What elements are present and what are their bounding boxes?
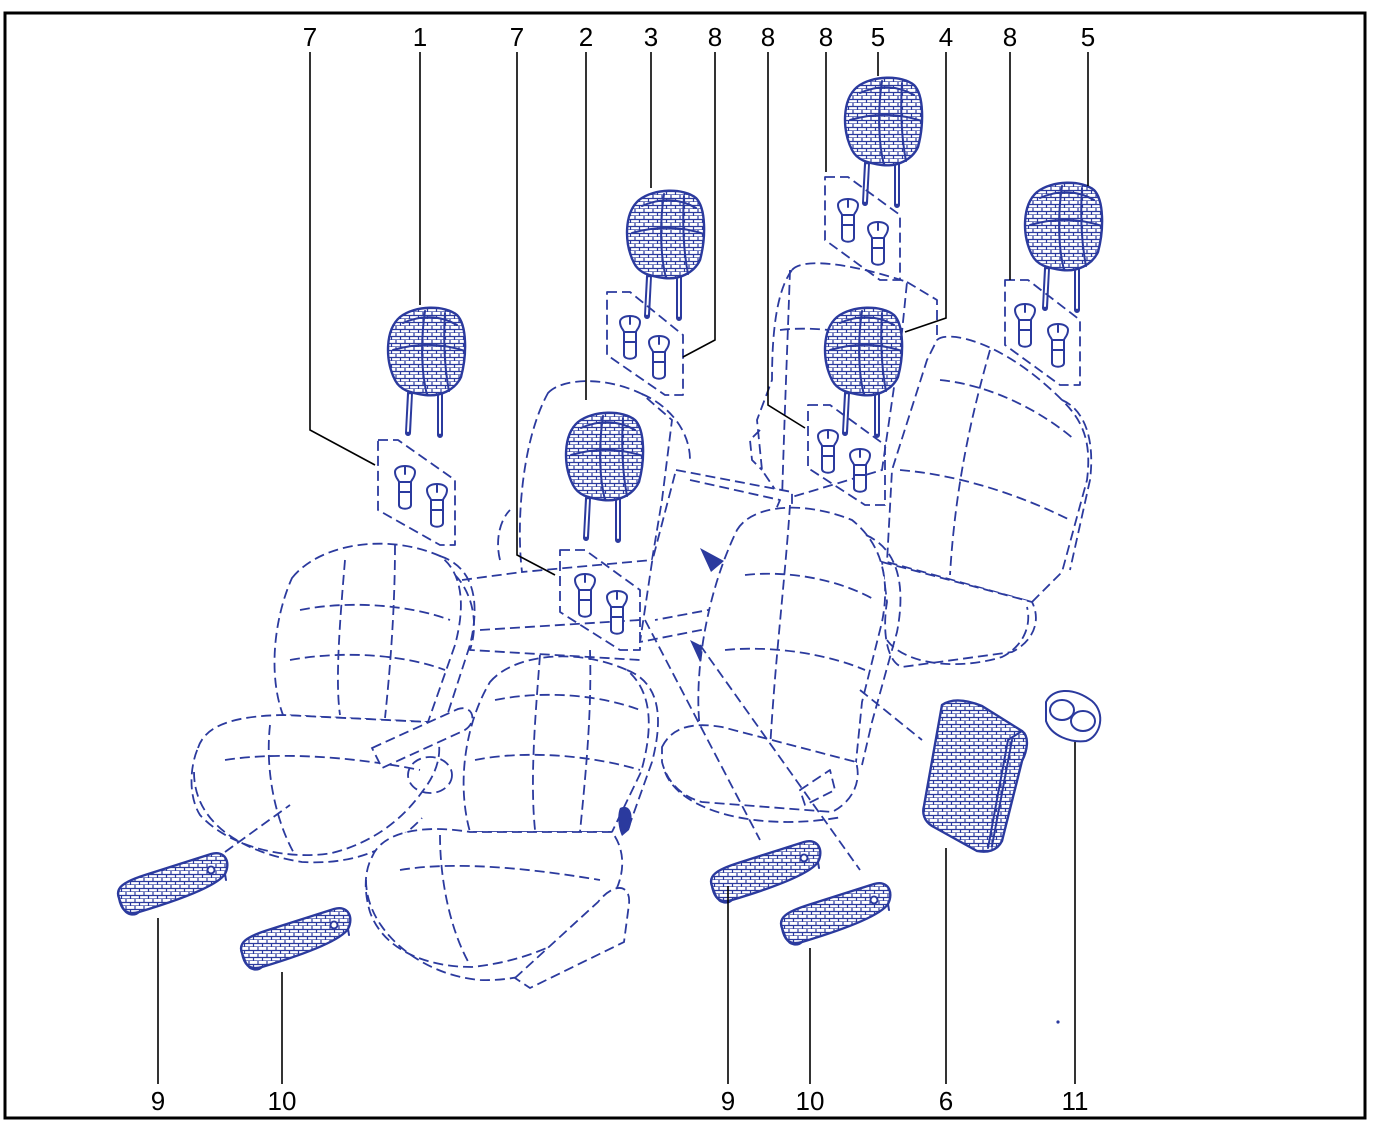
- armrest-pad-face: [922, 699, 1029, 853]
- callout-label: 5: [871, 22, 885, 52]
- side-trim-10-right: [779, 882, 892, 946]
- side-trim-9-left: [116, 852, 229, 916]
- front-left-backrest: [273, 542, 462, 723]
- callout-label: 7: [510, 22, 524, 52]
- callout-label: 8: [1003, 22, 1017, 52]
- headrest-rear-right: [1025, 183, 1102, 310]
- headrest-guide: [606, 590, 628, 635]
- headrest-guide: [837, 198, 859, 243]
- callout-label: 10: [268, 1086, 297, 1116]
- headrest-guide: [849, 448, 871, 493]
- front-right-adjuster-lever: [618, 806, 632, 836]
- front-left-recliner-knob: [407, 756, 453, 794]
- headrest-guide: [817, 429, 839, 474]
- assembly-link-line: [224, 804, 291, 853]
- leader-line: [767, 52, 806, 429]
- callouts-top: 7 1 7 2 3 8 8 8 5 4 8 5: [303, 22, 1095, 52]
- leader-lines-top: [309, 52, 1089, 576]
- headrest-guide: [574, 573, 596, 618]
- callout-label: 11: [1062, 1086, 1089, 1116]
- guide-box: [606, 291, 684, 396]
- armrest-pad-6: [922, 699, 1029, 853]
- leader-lines-bottom: [157, 742, 1076, 1084]
- headrest-guide: [394, 465, 416, 510]
- rear-bench-cushion-front: [886, 606, 1030, 666]
- guide-box: [824, 176, 901, 281]
- headrest-front-left: [388, 308, 465, 435]
- rear-right-cushion-front: [664, 771, 843, 823]
- side-trim-10-left: [239, 907, 352, 971]
- headrest-guide: [867, 221, 889, 266]
- callout-label: 2: [579, 22, 593, 52]
- front-right-cushion-lines: [365, 834, 613, 981]
- guide-pair-front-left: [377, 439, 456, 546]
- leader-line: [904, 52, 947, 333]
- armrest-pad-edge: [987, 730, 1023, 849]
- rear-bench-cushion: [880, 560, 1037, 668]
- rear-right-backrest-lines: [724, 504, 902, 766]
- front-right-backrest: [462, 655, 650, 833]
- rear-bench-right-backrest-lines: [899, 349, 1093, 576]
- direction-arrow-icon: [690, 640, 712, 662]
- front-armrest: [370, 707, 474, 770]
- guide-pair-rear-right: [1004, 279, 1081, 386]
- diagram-frame: [3, 11, 1367, 1120]
- callouts-bottom: 9 10 9 10 6 11: [151, 1086, 1089, 1116]
- callout-label: 9: [721, 1086, 735, 1116]
- leader-line: [309, 52, 376, 466]
- console-inner: [654, 479, 781, 621]
- guide-box: [1004, 279, 1081, 386]
- callout-label: 4: [939, 22, 953, 52]
- front-left-backrest-lines: [289, 544, 476, 723]
- guide-box: [807, 404, 886, 506]
- front-left-seat: [190, 542, 476, 864]
- headrest-guide: [1047, 323, 1069, 368]
- leader-line: [516, 52, 556, 576]
- front-right-seat: [364, 649, 659, 990]
- headrest-guide: [619, 315, 641, 360]
- guide-pair-rear-middle: [606, 291, 684, 396]
- guide-pair-rear-top: [824, 176, 901, 281]
- callout-label: 10: [796, 1086, 825, 1116]
- cup-holder-11: [1045, 690, 1102, 743]
- assembly-link-line: [859, 689, 923, 741]
- callout-label: 5: [1081, 22, 1095, 52]
- rear-right-seat: [661, 504, 902, 823]
- guide-box: [559, 549, 641, 651]
- callout-label: 3: [644, 22, 658, 52]
- rear-right-hinge: [799, 769, 836, 806]
- guide-box: [377, 439, 456, 546]
- leader-line: [682, 52, 716, 358]
- assembly-link-line: [699, 644, 861, 871]
- callout-label: 8: [708, 22, 722, 52]
- headrest-guide: [648, 335, 670, 380]
- part-links: [224, 619, 923, 871]
- headrest-rear-top: [845, 78, 922, 205]
- rear-bench-right-backrest: [886, 335, 1090, 604]
- callout-label: 1: [413, 22, 427, 52]
- guide-pair-rear-centre: [807, 404, 886, 506]
- guide-pair-front-right: [559, 549, 641, 651]
- cup-holder-ring: [1049, 699, 1075, 721]
- callout-label: 7: [303, 22, 317, 52]
- stray-dot: [1056, 1020, 1060, 1024]
- callout-label: 6: [939, 1086, 953, 1116]
- callout-label: 8: [761, 22, 775, 52]
- assembly-link-line: [644, 619, 761, 841]
- callout-label: 8: [819, 22, 833, 52]
- front-right-backrest-lines: [474, 649, 659, 833]
- direction-arrow-icon: [700, 548, 724, 572]
- headrest-guide: [426, 483, 448, 528]
- front-right-seat-rail: [513, 887, 630, 990]
- cup-holder-ring: [1070, 710, 1096, 732]
- callout-label: 9: [151, 1086, 165, 1116]
- headrest-guide: [1014, 303, 1036, 348]
